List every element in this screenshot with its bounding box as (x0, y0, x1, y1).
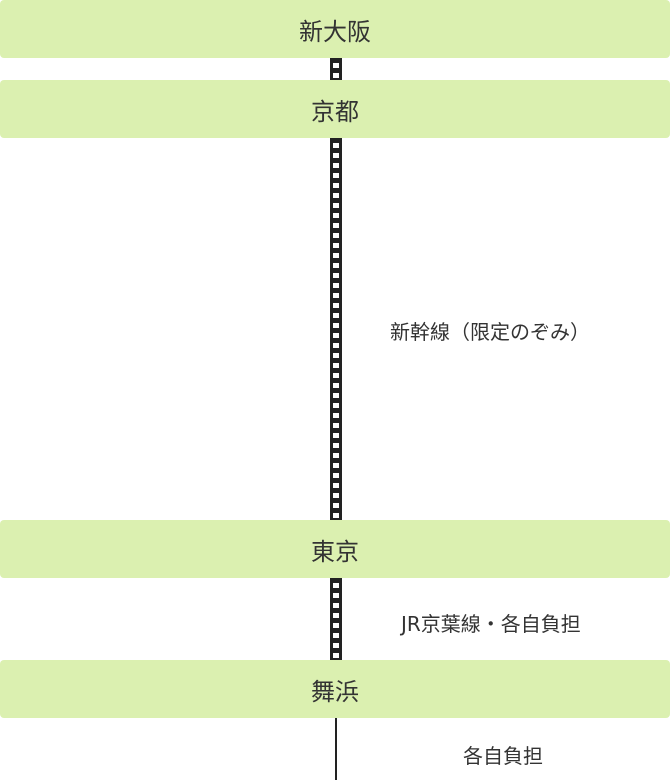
station-name: 舞浜 (311, 677, 359, 706)
segment-label-keiyo: JR京葉線・各自負担 (401, 612, 581, 636)
station-name: 京都 (311, 97, 359, 126)
segment-label-shinkansen: 新幹線（限定のぞみ） (390, 320, 590, 344)
station-maihama: 舞浜 (0, 660, 670, 718)
station-name: 東京 (311, 537, 359, 566)
segment-label-self-pay: 各自負担 (463, 744, 543, 768)
rail-segment-1 (330, 58, 342, 80)
station-tokyo: 東京 (0, 520, 670, 578)
station-name: 新大阪 (299, 17, 371, 46)
station-shin-osaka: 新大阪 (0, 0, 670, 58)
rail-segment-3 (330, 578, 342, 660)
rail-segment-2 (330, 138, 342, 520)
station-kyoto: 京都 (0, 80, 670, 138)
plain-line-segment (335, 718, 337, 780)
